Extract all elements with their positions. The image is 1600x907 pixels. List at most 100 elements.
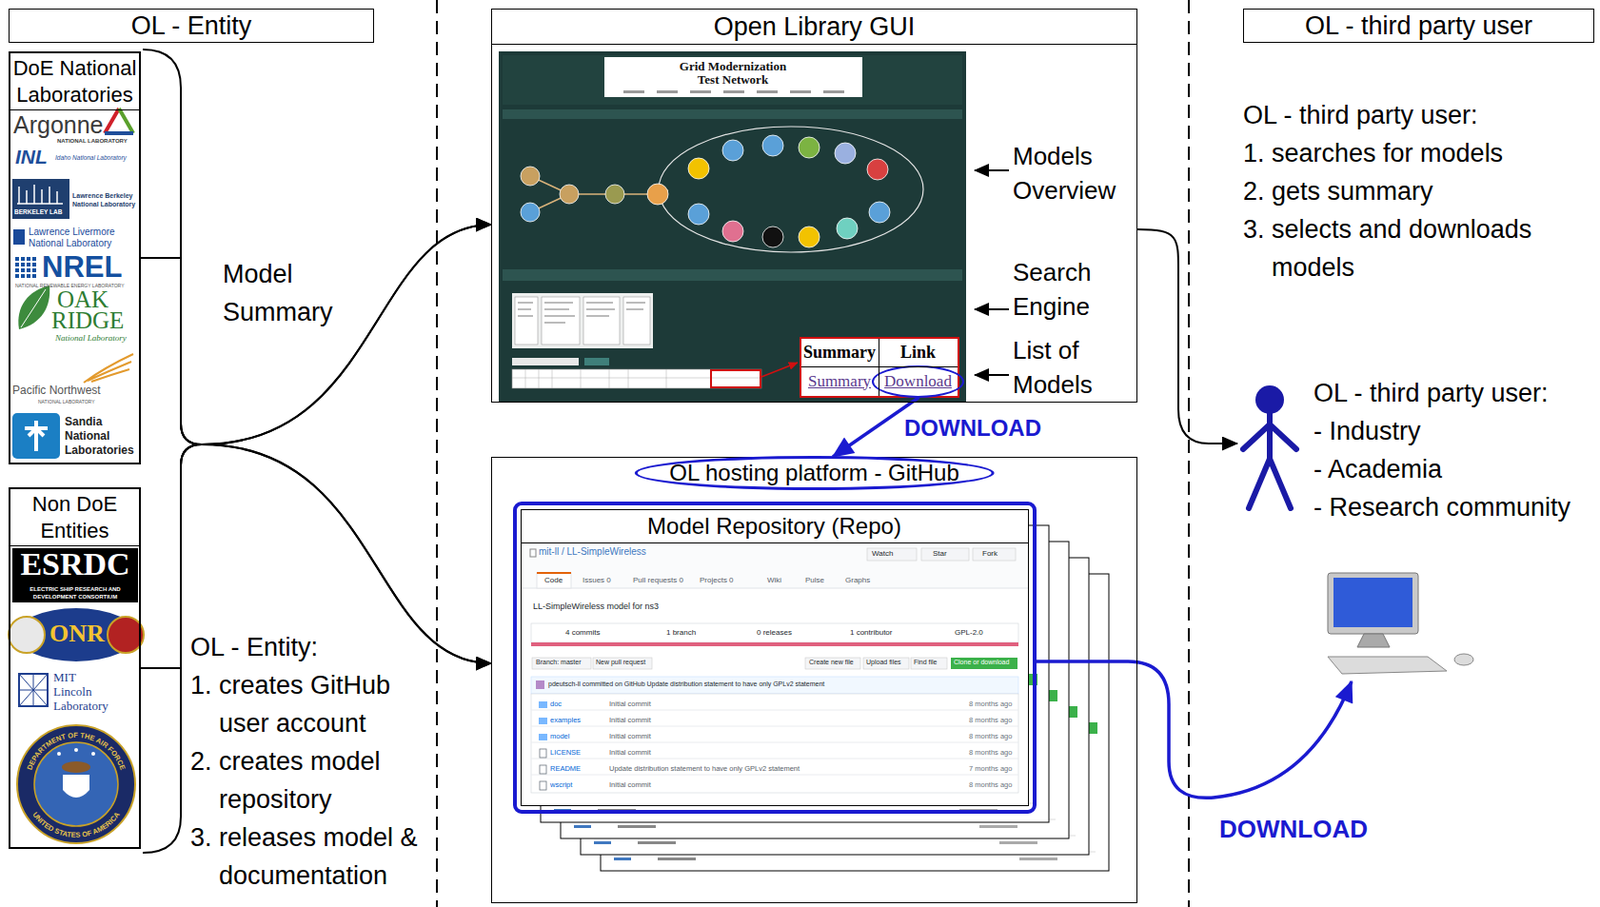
repo-screenshot bbox=[592, 657, 652, 670]
gui-screenshot bbox=[520, 166, 540, 186]
partner-logos bbox=[57, 751, 61, 756]
gui-screenshot bbox=[604, 57, 863, 98]
label-text: mit-ll / LL-SimpleWireless bbox=[538, 546, 647, 558]
gui-screenshot bbox=[605, 184, 625, 204]
leader-arrow bbox=[974, 169, 1009, 172]
partner-logos bbox=[62, 774, 90, 798]
repo-screenshot bbox=[538, 717, 548, 725]
label-text: 1. searches for models bbox=[1243, 134, 1586, 173]
panel-title: Open Library GUI bbox=[713, 11, 916, 42]
label-text: 8 months ago bbox=[968, 715, 1012, 725]
partner-logos bbox=[74, 748, 79, 752]
label-text: NATIONAL LABORATORY bbox=[38, 398, 95, 405]
seal-text: UNITED STATES OF AMERICA bbox=[30, 809, 122, 840]
gui-screenshot bbox=[583, 296, 620, 345]
banner-text: Grid Modernization Test Network bbox=[670, 59, 796, 87]
gui-screenshot bbox=[647, 183, 669, 205]
label-text: Update distribution statement to have on… bbox=[609, 764, 800, 773]
label-text: Sandia National Laboratories bbox=[64, 414, 139, 458]
label-text: Initial commit bbox=[609, 715, 652, 725]
partner-logos bbox=[91, 751, 96, 756]
divider-line bbox=[435, 0, 438, 907]
gui-screenshot bbox=[514, 296, 651, 345]
label-text: Lawrence Livermore National Laboratory bbox=[28, 226, 139, 250]
gui-screenshot bbox=[512, 293, 653, 349]
label-text: Wiki bbox=[767, 575, 782, 586]
gui-screenshot bbox=[762, 226, 784, 248]
repo-screenshot bbox=[531, 623, 1019, 643]
label-text: README bbox=[550, 764, 581, 773]
repo-stack bbox=[979, 825, 1018, 829]
label-text: 2. creates model repository bbox=[190, 742, 436, 819]
computer-icon bbox=[1333, 577, 1413, 628]
cell-text: Download bbox=[884, 372, 952, 392]
label-text: ONR bbox=[49, 618, 105, 649]
group-box: Non DoE Entities bbox=[8, 487, 141, 850]
partner-logos bbox=[19, 673, 48, 707]
label-text: 1. creates GitHub user account bbox=[190, 666, 436, 743]
seal-svg: DEPARTMENT OF THE AIR FORCE bbox=[17, 725, 136, 844]
divider-line bbox=[1187, 0, 1190, 907]
leader-arrow bbox=[974, 170, 1009, 376]
label-text: New pull request bbox=[595, 658, 646, 667]
gui-screenshot bbox=[498, 51, 967, 403]
label-text: Initial commit bbox=[609, 780, 652, 790]
label-text: INL bbox=[15, 144, 48, 169]
repo-screenshot bbox=[520, 509, 1029, 807]
lab-logos bbox=[17, 184, 63, 204]
edge-label: Model Summary bbox=[222, 255, 347, 332]
repo-screenshot bbox=[535, 680, 545, 690]
user-text-line: - Industry bbox=[1313, 412, 1571, 451]
connector bbox=[1137, 229, 1238, 444]
label-text: Argonne bbox=[13, 110, 104, 139]
user-figure-icon bbox=[1266, 413, 1273, 459]
repo-screenshot bbox=[863, 657, 909, 670]
gui-screenshot bbox=[869, 201, 890, 223]
computer-icon bbox=[1327, 572, 1419, 634]
repo-stack bbox=[1019, 857, 1058, 861]
gui-screenshot bbox=[834, 142, 856, 164]
lab-logos bbox=[20, 289, 46, 328]
gui-screenshot bbox=[512, 369, 762, 389]
gui-screenshot bbox=[762, 135, 784, 157]
label-text: BERKELEY LAB bbox=[14, 208, 62, 217]
label-text: Code bbox=[544, 575, 563, 586]
label-text: Graphs bbox=[845, 575, 870, 586]
lab-logos bbox=[118, 108, 134, 134]
gui-screenshot bbox=[502, 55, 963, 105]
table-cell: Download bbox=[879, 367, 958, 396]
user-text-line: OL - third party user: bbox=[1313, 374, 1571, 413]
repo-screenshot bbox=[531, 710, 1019, 775]
lab-logos bbox=[83, 354, 134, 383]
label-text: 1 branch bbox=[666, 628, 696, 638]
gui-screenshot bbox=[520, 202, 540, 222]
label-text: 3. selects and downloads models bbox=[1243, 210, 1586, 287]
card-header: Model Repository (Repo) bbox=[521, 510, 1028, 544]
repo-screenshot bbox=[530, 549, 536, 557]
partner-logos bbox=[107, 616, 144, 653]
label-text: Lawrence Berkeley National Laboratory bbox=[72, 191, 139, 209]
label-text: Star bbox=[932, 549, 948, 559]
gui-screenshot bbox=[512, 369, 762, 389]
partner-logos bbox=[8, 548, 144, 844]
header-box: OL - Entity bbox=[8, 8, 375, 43]
brace bbox=[142, 49, 202, 853]
repo-screenshot bbox=[536, 572, 572, 574]
label-text: Models Overview bbox=[1012, 138, 1135, 208]
computer-icon bbox=[1327, 572, 1474, 674]
label-text: 8 months ago bbox=[968, 731, 1012, 741]
group-title: DoE National Laboratories bbox=[13, 56, 138, 107]
label-text: Initial commit bbox=[609, 699, 652, 709]
repo-screenshot bbox=[867, 548, 917, 561]
label-text: doc bbox=[550, 699, 562, 709]
label-text: LL-SimpleWireless model for ns3 bbox=[533, 601, 659, 613]
lab-logos bbox=[12, 178, 70, 219]
repo-screenshot bbox=[539, 749, 547, 758]
platform-box: OL hosting platform - GitHubModel Reposi… bbox=[491, 456, 1138, 904]
label-text: National Laboratory bbox=[55, 333, 127, 344]
repo-screenshot bbox=[539, 765, 547, 774]
download-arrow bbox=[1034, 661, 1352, 798]
computer-icon bbox=[1327, 656, 1447, 674]
platform-text: OL hosting platform - GitHub bbox=[669, 459, 960, 486]
cell-text: Summary bbox=[808, 372, 871, 392]
